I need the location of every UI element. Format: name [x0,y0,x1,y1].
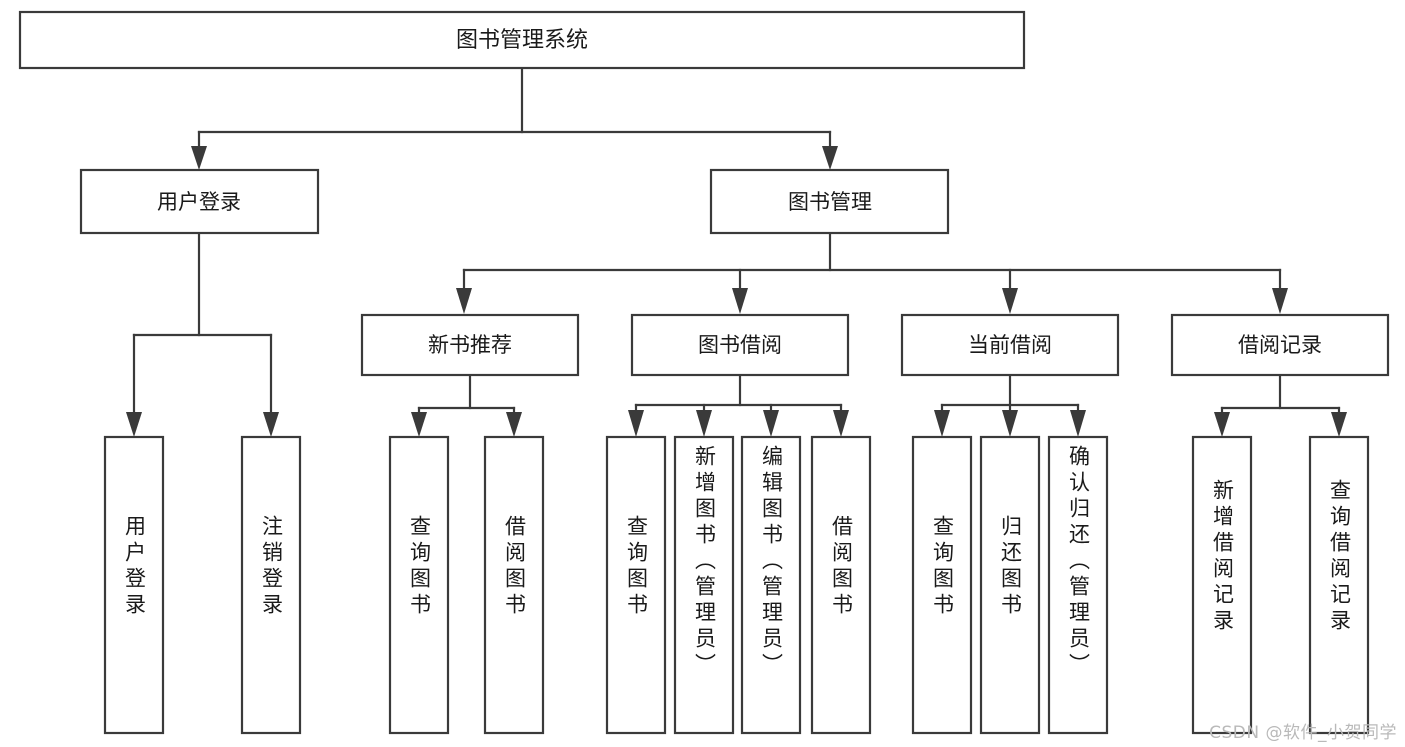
arrow-head-currentborrow-1 [934,410,950,437]
connector-group-current-borrow [934,373,1086,437]
node-current-borrow[interactable]: 当前借阅 [900,313,1120,377]
leaf-box-user-login-1[interactable] [103,435,165,735]
arrow-head-borrowrecord-1 [1214,412,1230,437]
leaf-box-book-borrow-4[interactable] [810,435,872,735]
leaf-box-new-book-1[interactable] [388,435,450,735]
arrow-head-bookmanage-3 [1002,288,1018,314]
node-user-login-box[interactable] [79,168,320,235]
node-user-login[interactable]: 用户登录 [79,168,320,235]
arrow-head-newbook-2 [506,412,522,437]
connector-group-book-borrow [628,373,849,437]
node-book-manage-label: 图书管理 [788,190,872,214]
leaf-box-current-borrow-2[interactable] [979,435,1041,735]
node-current-borrow-box[interactable] [900,313,1120,377]
arrow-head-userlogin-1 [126,412,142,437]
watermark-text: CSDN @软件_小贺同学 [1209,723,1397,743]
arrow-head-bookborrow-4 [833,410,849,437]
arrow-head-userlogin-2 [263,412,279,437]
node-book-borrow[interactable]: 图书借阅 [630,313,850,377]
node-book-manage-box[interactable] [709,168,950,235]
node-current-borrow-label: 当前借阅 [968,333,1052,357]
connector-group-borrow-record [1214,373,1347,437]
connector-group-book-manage [456,231,1288,314]
leaf-box-current-borrow-1[interactable] [911,435,973,735]
arrow-head-bookborrow-3 [763,410,779,437]
leaf-box-new-book-2[interactable] [483,435,545,735]
node-book-borrow-box[interactable] [630,313,850,377]
arrow-head-bookborrow-1 [628,410,644,437]
node-root-label: 图书管理系统 [456,28,588,53]
arrow-head-bookmanage-4 [1272,288,1288,314]
arrow-head-currentborrow-3 [1070,410,1086,437]
node-root-system[interactable]: 图书管理系统 [18,10,1026,70]
leaf-box-user-login-2[interactable] [240,435,302,735]
arrow-head-bookborrow-2 [696,410,712,437]
connector-group-user-login [126,231,279,437]
leaf-box-book-borrow-1[interactable] [605,435,667,735]
arrow-head-root-2 [822,146,838,170]
arrow-head-root-1 [191,146,207,170]
arrow-head-bookmanage-2 [732,288,748,314]
leaf-box-current-borrow-3[interactable] [1047,435,1109,735]
node-new-book-recommend[interactable]: 新书推荐 [360,313,580,377]
node-borrow-record-box[interactable] [1170,313,1390,377]
connector-group-new-book [411,373,522,437]
arrow-head-currentborrow-2 [1002,410,1018,437]
node-new-book-recommend-box[interactable] [360,313,580,377]
connector-group-root [191,66,838,170]
node-root-box[interactable] [18,10,1026,70]
leaf-box-borrow-record-2[interactable] [1308,435,1370,735]
leaf-box-book-borrow-3[interactable] [740,435,802,735]
arrow-head-borrowrecord-2 [1331,412,1347,437]
leaf-box-book-borrow-2[interactable] [673,435,735,735]
node-book-manage[interactable]: 图书管理 [709,168,950,235]
node-user-login-label: 用户登录 [157,190,241,214]
node-borrow-record-label: 借阅记录 [1238,333,1322,357]
arrow-head-bookmanage-1 [456,288,472,314]
arrow-head-newbook-1 [411,412,427,437]
node-borrow-record[interactable]: 借阅记录 [1170,313,1390,377]
leaf-box-borrow-record-1[interactable] [1191,435,1253,735]
node-new-book-recommend-label: 新书推荐 [428,333,512,357]
node-book-borrow-label: 图书借阅 [698,333,782,357]
